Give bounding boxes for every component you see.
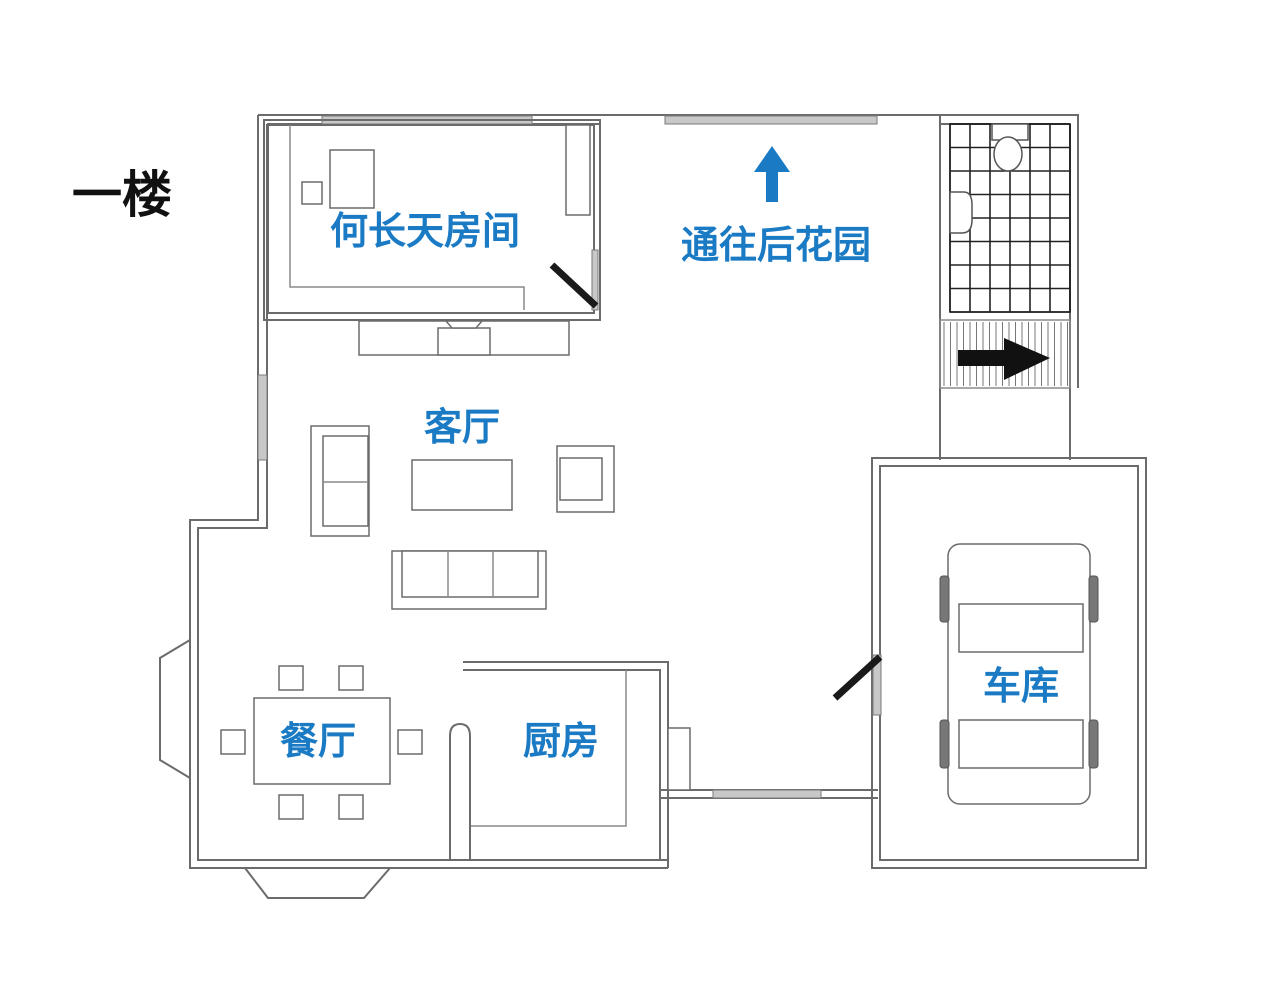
living-room: 客厅: [310, 405, 615, 610]
garage-door: [832, 654, 883, 701]
tv-cabinet: [358, 320, 570, 356]
dining-table: [253, 697, 391, 785]
garage-label: 车库: [983, 664, 1059, 708]
bay-window-bottom: [244, 867, 391, 899]
chair: [397, 729, 423, 755]
kitchen: 厨房: [449, 661, 691, 868]
bed-pillow: [329, 149, 375, 209]
garage: 车库: [832, 457, 1147, 869]
window-garden: [664, 115, 878, 125]
kitchen-partition: [449, 722, 471, 860]
bathroom: [949, 123, 1071, 313]
arrow-up-icon: [754, 146, 790, 202]
sink-icon: [949, 191, 973, 234]
dining-room-label: 餐厅: [280, 719, 356, 763]
chair: [220, 729, 246, 755]
bedroom-door: [549, 262, 599, 309]
bedroom: 何长天房间: [263, 119, 601, 321]
window-left: [257, 374, 268, 461]
chair: [278, 665, 304, 691]
nightstand: [301, 181, 323, 205]
dining-room: 餐厅: [220, 665, 423, 820]
wardrobe: [565, 124, 591, 216]
coffee-table: [411, 459, 513, 511]
living-room-label: 客厅: [424, 405, 500, 449]
chair: [338, 665, 364, 691]
bedroom-label: 何长天房间: [330, 209, 520, 253]
arrow-right-icon: [958, 338, 1050, 380]
chair: [338, 794, 364, 820]
window-passage: [712, 789, 822, 799]
kitchen-label: 厨房: [523, 719, 599, 763]
garden-label: 通往后花园: [681, 223, 871, 267]
car-icon: [939, 543, 1099, 805]
bay-window-left: [159, 639, 191, 779]
stairs: [939, 319, 1071, 389]
chair: [278, 794, 304, 820]
toilet-icon: [993, 136, 1023, 172]
kitchen-counter: [667, 727, 691, 791]
floor-title: 一楼: [72, 166, 172, 224]
